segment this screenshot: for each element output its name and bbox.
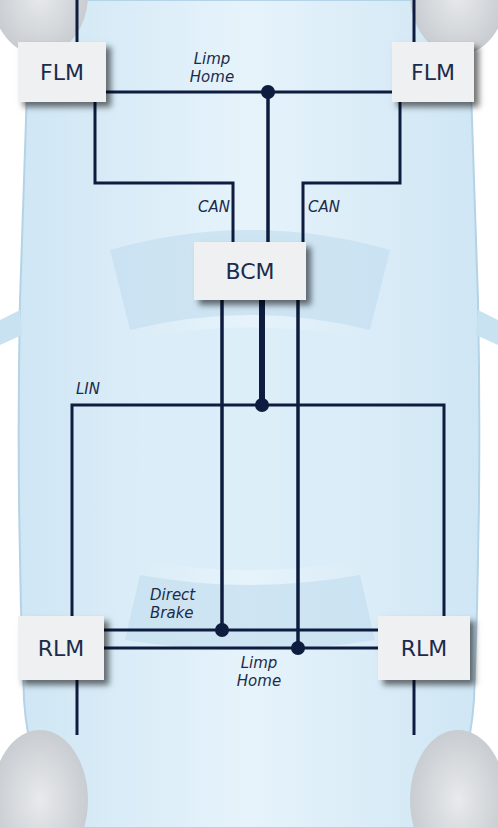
module-box: BCM <box>194 242 306 300</box>
signal-name: LIN <box>76 380 126 398</box>
bus-wire <box>104 300 222 630</box>
module-name: RLM <box>401 636 448 661</box>
module-box: RLM <box>378 616 470 680</box>
junction-dot <box>215 623 229 637</box>
side-mirror <box>476 310 498 345</box>
car-body <box>19 0 480 828</box>
wheel-wire <box>413 0 416 42</box>
module-name: BCM <box>225 259 274 284</box>
signal-name: CAN <box>308 198 352 216</box>
junction-dot <box>255 398 269 412</box>
bus-wire <box>106 92 268 242</box>
signal-name: Limp Home <box>188 50 236 86</box>
wheel-wire <box>76 0 79 42</box>
bus-wire <box>95 102 233 242</box>
module-box: FLM <box>392 42 474 102</box>
module-name: FLM <box>411 60 455 85</box>
junction-dot <box>261 85 275 99</box>
bus-wire <box>104 300 298 648</box>
roof <box>135 328 365 571</box>
module-name: RLM <box>38 636 85 661</box>
bus-wire <box>268 92 392 242</box>
signal-name: Limp Home <box>226 654 292 690</box>
bus-wire <box>222 300 378 630</box>
wheel <box>410 730 498 828</box>
rear-window <box>125 575 375 650</box>
side-mirror <box>0 310 22 345</box>
wheel <box>0 730 88 828</box>
windshield <box>110 230 390 330</box>
wheel-wire <box>76 680 79 735</box>
module-box: FLM <box>18 42 106 102</box>
lin-stub <box>259 300 265 405</box>
bus-wire <box>303 102 400 242</box>
junction-dot <box>291 641 305 655</box>
bus-wire <box>72 300 262 616</box>
signal-name: Direct Brake <box>150 586 216 622</box>
bus-wire <box>298 300 378 648</box>
module-box: RLM <box>18 616 104 680</box>
wheel-wire <box>413 680 416 735</box>
module-name: FLM <box>40 60 84 85</box>
signal-name: CAN <box>186 198 230 216</box>
bus-wire <box>262 300 444 616</box>
